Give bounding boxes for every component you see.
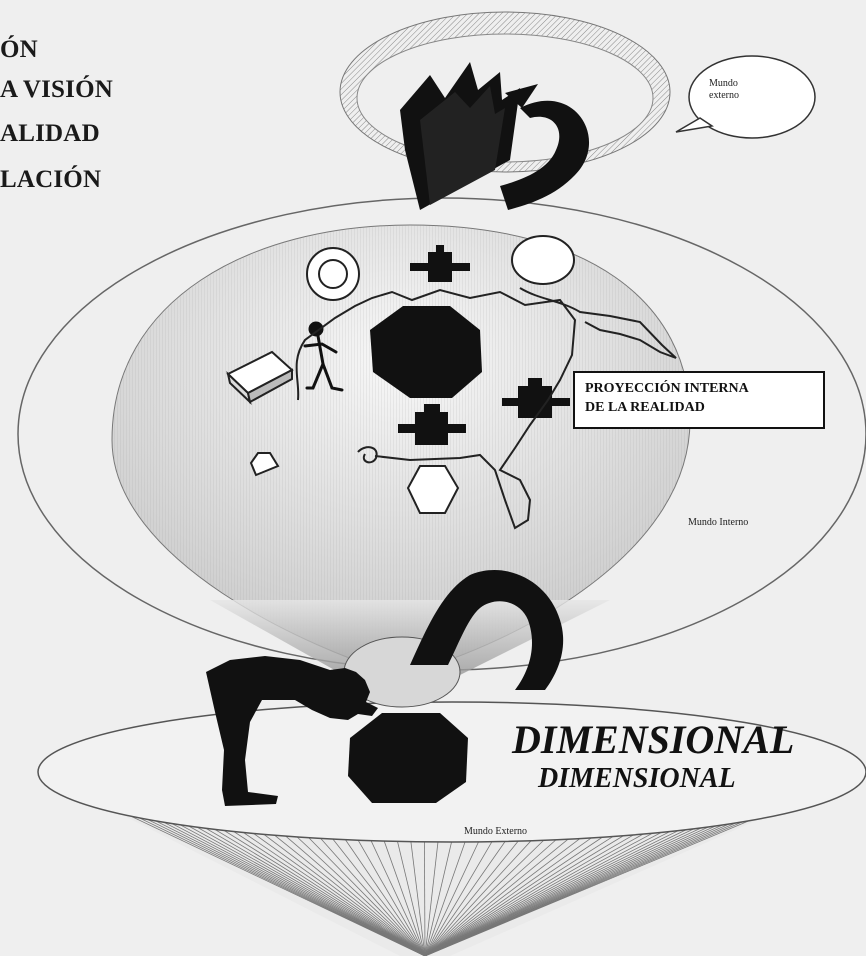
external-bubble-label: Mundo externo <box>709 78 739 102</box>
projection-box: PROYECCIÓN INTERNA DE LA REALIDAD <box>573 371 825 429</box>
projection-box-line2: DE LA REALIDAD <box>585 398 813 417</box>
ring-icon <box>307 248 359 300</box>
dimensional-large: DIMENSIONAL <box>512 716 794 763</box>
title-line-4: LACIÓN <box>0 166 101 194</box>
dimensional-small: DIMENSIONAL <box>538 763 736 795</box>
external-bubble <box>676 56 815 138</box>
oval-icon <box>512 236 574 284</box>
bottom-octagon <box>348 713 468 803</box>
title-line-3: ALIDAD <box>0 120 100 148</box>
title-line-1: ÓN <box>0 36 38 64</box>
projection-box-line1: PROYECCIÓN INTERNA <box>585 379 813 398</box>
external-world-label: Mundo Externo <box>464 826 527 838</box>
title-line-2: A VISIÓN <box>0 76 113 104</box>
internal-world-label: Mundo Interno <box>688 517 748 529</box>
